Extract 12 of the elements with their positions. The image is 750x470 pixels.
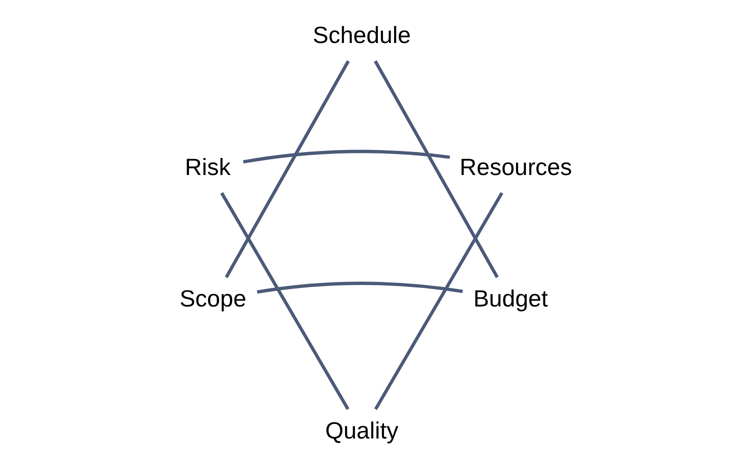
node-text: Resources	[459, 154, 572, 180]
node-text: Quality	[324, 418, 398, 444]
connector	[220, 192, 349, 410]
connector	[256, 282, 462, 294]
connector	[373, 60, 498, 278]
node-text: Scope	[179, 286, 246, 312]
connector	[242, 150, 450, 164]
connector	[224, 60, 350, 278]
connector	[374, 192, 503, 410]
node-text: Risk	[184, 154, 230, 180]
node-text: Schedule	[312, 22, 410, 48]
node-text: Budget	[472, 286, 548, 312]
